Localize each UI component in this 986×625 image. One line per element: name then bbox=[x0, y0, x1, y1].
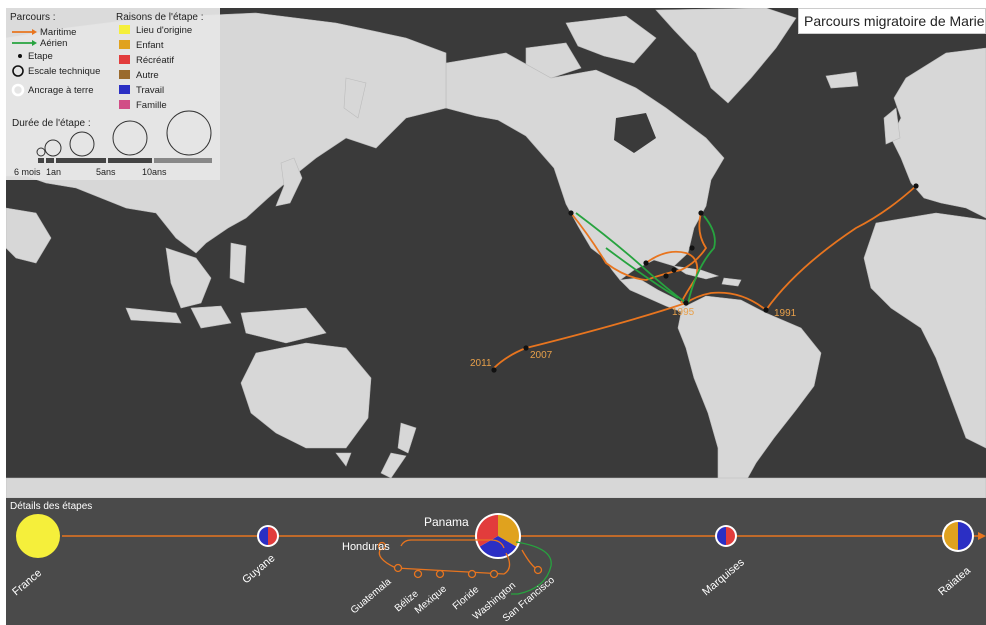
substop-mexique-marker bbox=[435, 569, 445, 579]
year-2007: 2007 bbox=[530, 350, 553, 361]
etape-swatch bbox=[18, 54, 22, 58]
year-1995: 1995 bbox=[672, 307, 695, 318]
substop-washington-marker bbox=[489, 569, 499, 579]
legend-escale-label: Escale technique bbox=[28, 66, 100, 77]
south-america-land bbox=[677, 295, 822, 498]
uk-land bbox=[883, 107, 901, 145]
stop-panama-label: Panama bbox=[424, 515, 469, 529]
stop-raiatea-marker bbox=[942, 520, 974, 552]
sub-stops bbox=[377, 541, 543, 579]
duree-circles bbox=[36, 110, 212, 157]
raison-swatch-travail bbox=[119, 85, 130, 94]
legend-panel: Parcours : Maritime Aérien Etape Escale … bbox=[6, 8, 220, 180]
legend-parcours-title: Parcours : bbox=[10, 12, 56, 23]
indonesia-land bbox=[125, 307, 182, 324]
raison-swatch-enfant bbox=[119, 40, 130, 49]
japan-land bbox=[275, 157, 303, 207]
raison-swatch-recreatif bbox=[119, 55, 130, 64]
legend-duree-title: Durée de l'étape : bbox=[12, 118, 91, 129]
raison-swatch-lieu-origine bbox=[119, 25, 130, 34]
year-1991: 1991 bbox=[774, 308, 797, 319]
duree-scale-bar bbox=[38, 158, 212, 163]
substop-floride-marker bbox=[467, 569, 477, 579]
map-title: Parcours migratoire de Marie bbox=[798, 8, 986, 34]
raison-swatch-autre bbox=[119, 70, 130, 79]
north-america-land bbox=[445, 52, 725, 281]
new-zealand-land bbox=[397, 422, 417, 454]
raison-label-famille: Famille bbox=[136, 100, 167, 111]
legend-raisons-title: Raisons de l'étape : bbox=[116, 12, 204, 23]
air-route-1 bbox=[575, 212, 687, 304]
antarctica-land bbox=[6, 477, 986, 498]
timeline-arrow bbox=[978, 532, 986, 540]
maritime-route-gulf bbox=[645, 250, 699, 304]
year-2011: 2011 bbox=[470, 358, 492, 369]
substop-honduras-marker bbox=[377, 541, 387, 551]
stop-panama-marker bbox=[475, 513, 521, 559]
raison-swatch-famille bbox=[119, 100, 130, 109]
maritime-route-main bbox=[765, 185, 917, 311]
raison-label-autre: Autre bbox=[136, 70, 159, 81]
greenland-land bbox=[655, 8, 797, 104]
duree-5ans: 5ans bbox=[96, 167, 116, 177]
stop-france-marker bbox=[16, 514, 60, 558]
australia-land bbox=[240, 342, 372, 449]
duree-1an: 1an bbox=[46, 167, 61, 177]
raison-label-lieu-origine: Lieu d'origine bbox=[136, 25, 192, 36]
legend-aerien-label: Aérien bbox=[40, 38, 67, 49]
route-stops bbox=[491, 183, 919, 373]
timeline-panel: Détails des étapes France Guyane Panama … bbox=[6, 498, 986, 625]
maritime-route-pacific bbox=[493, 302, 687, 369]
substop-honduras-label: Honduras bbox=[342, 541, 390, 553]
legend-background bbox=[6, 8, 220, 180]
stop-marquises-marker bbox=[715, 525, 737, 547]
air-route-3 bbox=[605, 247, 679, 299]
southeast-asia-land bbox=[165, 247, 212, 309]
raison-label-recreatif: Récréatif bbox=[136, 55, 174, 66]
air-route-2 bbox=[687, 215, 716, 304]
europe-land bbox=[890, 47, 986, 219]
legend-etape-label: Etape bbox=[28, 51, 53, 62]
escale-swatch bbox=[12, 65, 24, 77]
raison-label-travail: Travail bbox=[136, 85, 164, 96]
ancrage-swatch bbox=[11, 83, 25, 97]
raison-label-enfant: Enfant bbox=[136, 40, 164, 51]
legend-maritime-label: Maritime bbox=[40, 27, 76, 38]
year-labels: 1991 1995 2007 2011 bbox=[470, 307, 797, 369]
duree-10ans: 10ans bbox=[142, 167, 167, 177]
substop-guatemala-marker bbox=[393, 563, 403, 573]
substop-sanfrancisco-marker bbox=[533, 565, 543, 575]
africa-land bbox=[863, 212, 986, 449]
legend-ancrage-label: Ancrage à terre bbox=[28, 85, 93, 96]
arctic-islands-land bbox=[565, 15, 657, 64]
stop-guyane-marker bbox=[257, 525, 279, 547]
raisons-list: Lieu d'origine Enfant Récréatif Autre Tr… bbox=[119, 25, 192, 111]
maritime-route-caribbean bbox=[685, 291, 767, 311]
substop-belize-marker bbox=[413, 569, 423, 579]
duree-6mois: 6 mois bbox=[14, 167, 41, 177]
world-map: 1991 1995 2007 2011 Parcours : Maritime … bbox=[6, 8, 986, 498]
timeline-title: Détails des étapes bbox=[10, 501, 92, 512]
